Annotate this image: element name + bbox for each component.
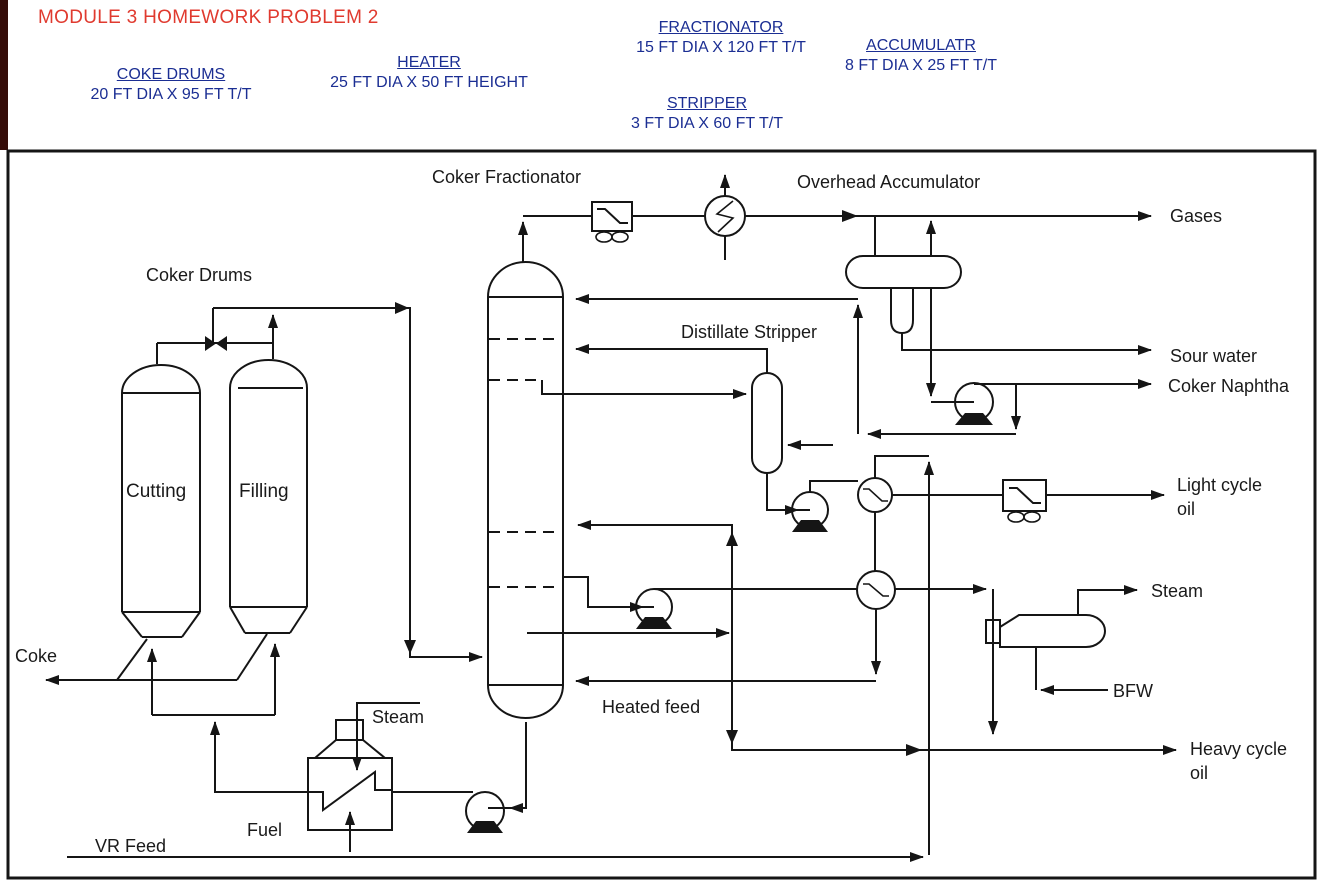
equipment-dims: 15 FT DIA X 120 FT T/T — [636, 39, 806, 56]
label-gases: Gases — [1170, 206, 1222, 226]
equipment-name: HEATER — [397, 54, 461, 71]
equipment-spec-coke-drums: COKE DRUMS 20 FT DIA X 95 FT T/T — [31, 65, 311, 105]
drum-switch-valve-icon — [205, 336, 227, 351]
equipment-name: FRACTIONATOR — [658, 19, 784, 36]
steam-generator-vessel — [985, 585, 1138, 695]
coker-fractionator-column — [487, 261, 564, 719]
window-edge-bar — [0, 0, 8, 150]
naphtha-pump-circuit — [575, 288, 1152, 439]
equipment-spec-stripper: STRIPPER 3 FT DIA X 60 FT T/T — [567, 94, 847, 134]
lco-pump-discharge — [809, 480, 858, 492]
label-light-cycle-oil-line1: Light cycle — [1177, 475, 1262, 495]
label-fuel: Fuel — [247, 820, 282, 840]
bottoms-pump-circuit — [392, 722, 527, 833]
equipment-spec-fractionator: FRACTIONATOR 15 FT DIA X 120 FT T/T — [581, 18, 861, 58]
coke-drum-cutting — [121, 364, 201, 638]
distillate-stripper-vessel — [751, 372, 783, 474]
drum-vapor-line — [213, 307, 483, 662]
label-coke: Coke — [15, 646, 57, 666]
equipment-name: COKE DRUMS — [116, 66, 226, 83]
label-heavy-cycle-oil-line2: oil — [1190, 763, 1208, 783]
drum-feed-manifold — [147, 643, 308, 793]
overhead-line — [518, 215, 592, 262]
stripper-lines — [541, 344, 833, 515]
label-heated-feed: Heated feed — [602, 697, 700, 717]
label-filling: Filling — [239, 481, 289, 502]
vr-feed-riser — [874, 455, 934, 855]
label-steam-product: Steam — [1151, 581, 1203, 601]
heavy-cycle-oil-line — [731, 633, 1177, 755]
drum-overhead-manifold — [156, 302, 483, 662]
label-coker-naphtha: Coker Naphtha — [1168, 376, 1290, 396]
diagram-frame — [6, 149, 1317, 880]
equipment-name: ACCUMULATR — [866, 37, 976, 54]
coke-drum-filling — [229, 359, 308, 634]
equipment-dims: 3 FT DIA X 60 FT T/T — [630, 115, 784, 132]
label-steam-heater: Steam — [372, 707, 424, 727]
label-bfw: BFW — [1113, 681, 1153, 701]
steam-product-line — [1077, 585, 1138, 614]
equipment-spec-heater: HEATER 25 FT DIA X 50 FT HEIGHT — [289, 53, 569, 93]
label-cutting: Cutting — [126, 481, 186, 502]
label-light-cycle-oil-line2: oil — [1177, 499, 1195, 519]
label-vr-feed: VR Feed — [95, 836, 166, 856]
sour-water-line — [901, 333, 1152, 355]
equipment-spec-accumulator: ACCUMULATR 8 FT DIA X 25 FT T/T — [781, 36, 1061, 76]
label-coker-fractionator: Coker Fractionator — [432, 167, 581, 187]
column-draw-lines — [527, 520, 1177, 756]
page-title: MODULE 3 HOMEWORK PROBLEM 2 — [38, 7, 379, 28]
equipment-dims: 20 FT DIA X 95 FT T/T — [90, 86, 252, 103]
coke-outlet-lines — [45, 633, 268, 685]
label-coker-drums: Coker Drums — [146, 265, 252, 285]
hco-pump-circuit — [563, 576, 998, 735]
equipment-dims: 25 FT DIA X 50 FT HEIGHT — [330, 74, 528, 91]
equipment-name: STRIPPER — [666, 95, 747, 112]
heater-coil — [308, 770, 392, 812]
label-heavy-cycle-oil-line1: Heavy cycle — [1190, 739, 1287, 759]
heater-steam-line — [352, 702, 420, 771]
gases-line — [745, 210, 1152, 257]
heater-furnace — [307, 702, 420, 852]
bottoms-pump-icon — [465, 791, 505, 833]
label-overhead-accumulator: Overhead Accumulator — [797, 172, 980, 192]
label-distillate-stripper: Distillate Stripper — [681, 322, 817, 342]
label-sour-water: Sour water — [1170, 346, 1257, 366]
equipment-dims: 8 FT DIA X 25 FT T/T — [844, 57, 998, 74]
